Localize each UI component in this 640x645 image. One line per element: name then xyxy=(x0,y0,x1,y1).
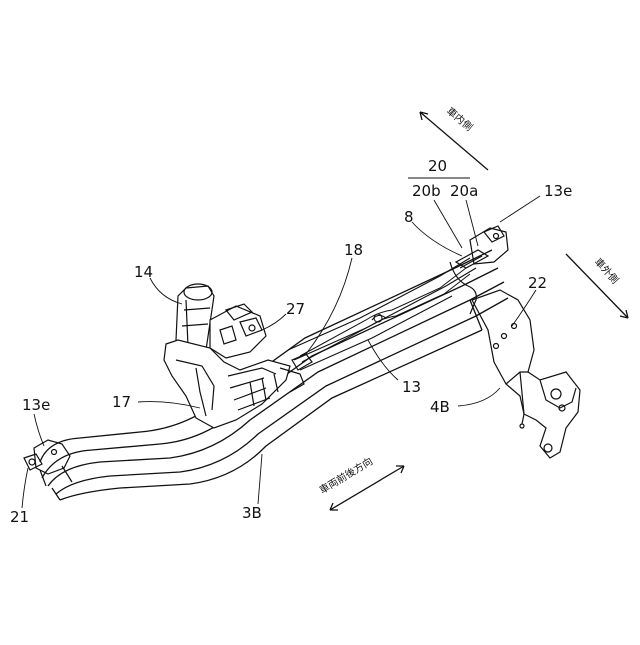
leader-20b xyxy=(434,200,462,248)
label-20a: 20a xyxy=(450,182,478,200)
label-4B: 4B xyxy=(430,398,450,416)
label-13e-left: 13e xyxy=(22,396,50,414)
leader-27 xyxy=(262,314,286,330)
label-front-rear: 車両前後方向 xyxy=(317,455,375,497)
label-22: 22 xyxy=(528,274,547,292)
label-14: 14 xyxy=(134,263,153,281)
label-8: 8 xyxy=(404,208,414,226)
leader-14 xyxy=(150,278,182,304)
bracket-4B xyxy=(472,290,580,458)
label-21: 21 xyxy=(10,508,29,526)
label-20b: 20b xyxy=(412,182,441,200)
label-13: 13 xyxy=(402,378,421,396)
label-outer-side: 車外側 xyxy=(592,255,622,286)
label-inner-side: 車内側 xyxy=(444,104,475,133)
label-20: 20 xyxy=(428,157,447,175)
leader-8 xyxy=(412,222,462,256)
harness-cable xyxy=(300,268,470,362)
leader-13e-left xyxy=(34,414,44,446)
leader-4B xyxy=(458,388,500,406)
label-3B: 3B xyxy=(242,504,262,522)
label-13e-right: 13e xyxy=(544,182,572,200)
right-end-bracket xyxy=(450,226,508,314)
label-27: 27 xyxy=(286,300,305,318)
leader-lines xyxy=(22,178,540,508)
label-18: 18 xyxy=(344,241,363,259)
left-end-bracket xyxy=(24,440,72,486)
leader-3B xyxy=(258,454,262,504)
reference-labels: 20 20b 20a 13e 8 22 18 14 27 13 4B 13e 1… xyxy=(10,157,572,526)
label-17: 17 xyxy=(112,393,131,411)
leader-13e-right xyxy=(500,196,540,222)
leader-21 xyxy=(22,468,28,508)
leader-22 xyxy=(512,290,536,326)
direction-arrows xyxy=(330,112,628,510)
rail-13 xyxy=(288,258,476,370)
